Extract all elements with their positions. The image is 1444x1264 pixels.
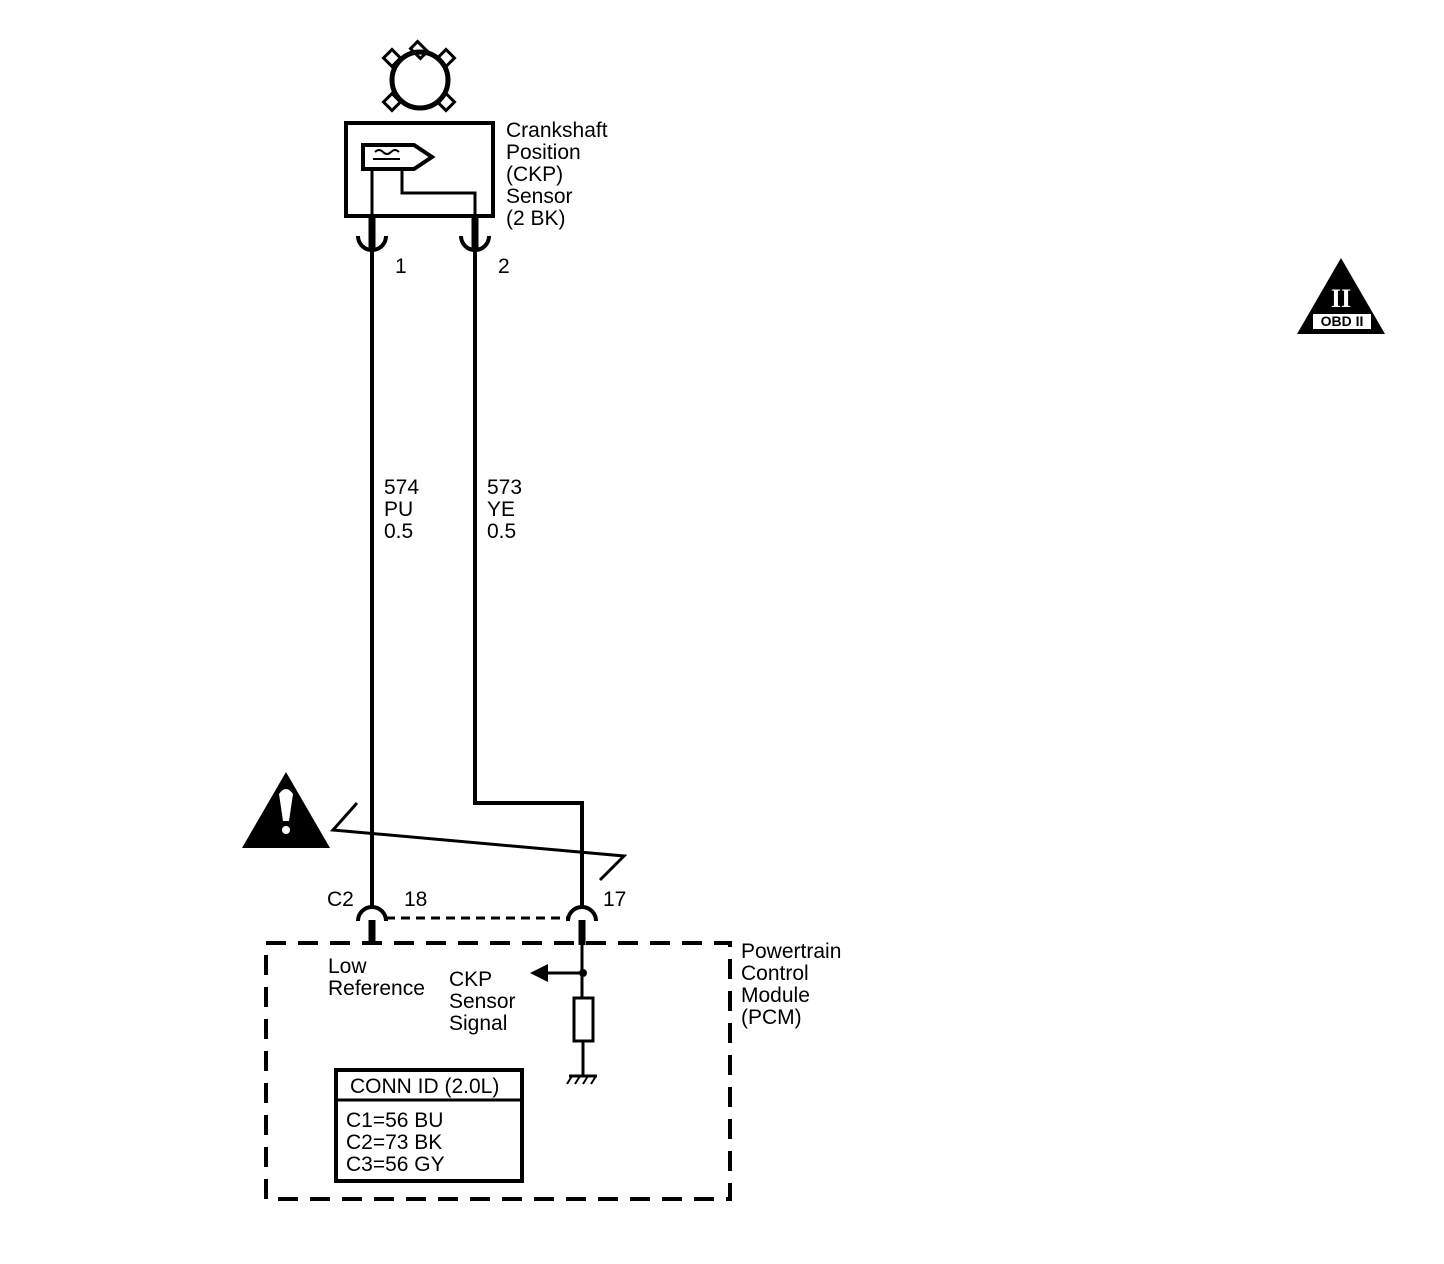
sensor-label-line: Position [506, 141, 581, 164]
conn-id-row: C3=56 GY [346, 1153, 445, 1176]
pcm-label-line: (PCM) [741, 1006, 802, 1029]
resistor-icon [572, 996, 595, 1043]
sensor-label-line: (2 BK) [506, 207, 566, 230]
sensor-pin-2-label: 2 [498, 255, 510, 278]
twisted-pair-indicator [329, 802, 628, 882]
ckp-signal-label: Sensor [449, 990, 516, 1013]
ckp-signal-label: Signal [449, 1012, 507, 1035]
wire-573 [473, 248, 584, 906]
pcm-signal-circuit [530, 945, 597, 1085]
pcm-pin-18 [356, 905, 388, 945]
conn-id-title: CONN ID (2.0L) [350, 1075, 499, 1098]
sensor-label-line: Crankshaft [506, 119, 608, 142]
pcm-pin-17 [566, 905, 598, 945]
ckp-signal-label: CKP [449, 968, 492, 991]
ground-icon [566, 1074, 597, 1085]
wire-573-color: YE [487, 498, 515, 521]
pcm-connector-label: C2 [327, 888, 354, 911]
ckp-sensor-box [344, 121, 495, 218]
wire-574-color: PU [384, 498, 413, 521]
wire-573-circuit: 573 [487, 476, 522, 499]
pcm-label-line: Control [741, 962, 809, 985]
wire-574-size: 0.5 [384, 520, 413, 543]
obd-label: OBD II [1321, 313, 1364, 329]
crankshaft-symbol-icon [381, 39, 457, 113]
pcm-pin-17-label: 17 [603, 888, 626, 911]
coil-icon [374, 149, 400, 155]
obd-ii-icon: OBD II II [1297, 258, 1385, 334]
pcm-label-line: Powertrain [741, 940, 841, 963]
sensor-pin-1-label: 1 [395, 255, 407, 278]
conn-id-row: C1=56 BU [346, 1109, 443, 1132]
signal-arrow-icon [530, 964, 548, 982]
low-reference-label: Reference [328, 977, 425, 1000]
sensor-pin-2 [459, 216, 491, 252]
sensor-pin-1 [356, 216, 388, 252]
sensor-element-icon [361, 143, 436, 171]
pcm-pin-18-label: 18 [404, 888, 427, 911]
sensor-label-line: Sensor [506, 185, 573, 208]
pcm-box [264, 941, 732, 1201]
obd-roman: II [1331, 284, 1351, 313]
wire-574-circuit: 574 [384, 476, 419, 499]
conn-id-table: CONN ID (2.0L) C1=56 BU C2=73 BK C3=56 G… [334, 1068, 524, 1183]
wire-573-size: 0.5 [487, 520, 516, 543]
pcm-label-line: Module [741, 984, 810, 1007]
conn-id-row: C2=73 BK [346, 1131, 442, 1154]
caution-icon [242, 772, 330, 848]
sensor-label-line: (CKP) [506, 163, 563, 186]
low-reference-label: Low [328, 955, 367, 978]
